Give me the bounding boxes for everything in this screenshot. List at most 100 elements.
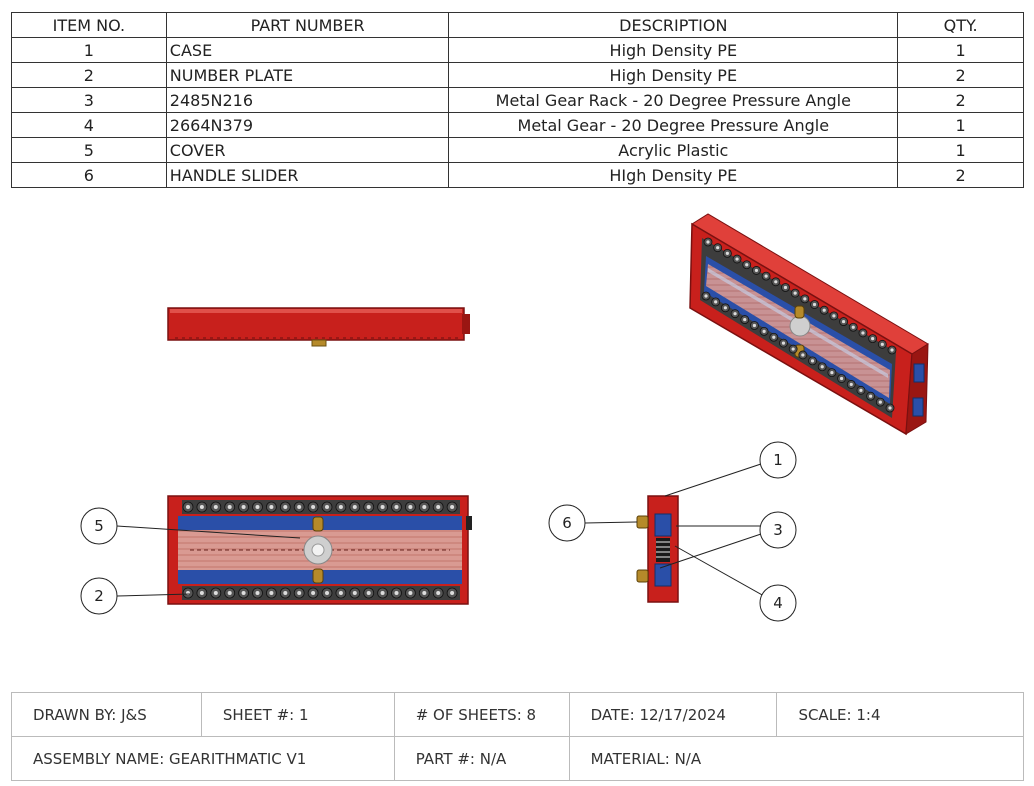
bom-description: Metal Gear - 20 Degree Pressure Angle (448, 112, 899, 138)
iso-tile-row-bottom (701, 291, 895, 413)
number-tile-center (832, 314, 836, 318)
number-tile-center (851, 325, 855, 329)
material: MATERIAL: N/A (568, 736, 1025, 781)
balloon-1-label: 1 (773, 451, 783, 469)
bom-description: Metal Gear Rack - 20 Degree Pressure Ang… (448, 87, 899, 113)
number-tile-center (311, 591, 316, 595)
bom-qty: 1 (897, 112, 1024, 138)
number-tile-center (725, 251, 729, 255)
number-tile-center (255, 505, 260, 509)
bom-header-row: ITEM NO. PART NUMBER DESCRIPTION QTY. (11, 12, 1024, 38)
number-tile-center (394, 505, 399, 509)
number-tile-center (394, 591, 399, 595)
number-tile-center (820, 365, 824, 369)
number-tile-center (241, 591, 246, 595)
bom-part-number: CASE (165, 37, 450, 63)
number-tile-center (227, 505, 232, 509)
bom-part-number: 2664N379 (165, 112, 450, 138)
balloon-3-label: 3 (773, 521, 783, 539)
number-tile-center (269, 505, 274, 509)
bom-item-no: 4 (11, 112, 167, 138)
table-row: 3 2485N216 Metal Gear Rack - 20 Degree P… (11, 87, 1024, 113)
bom-header-item-no: ITEM NO. (11, 12, 167, 38)
balloon-4: 4 (759, 584, 797, 622)
number-tile-center (890, 348, 894, 352)
isometric-view (689, 213, 929, 436)
bom-part-number: HANDLE SLIDER (165, 162, 450, 188)
number-tile-center (764, 274, 768, 278)
number-tile-center (255, 591, 260, 595)
title-block-row-2: ASSEMBLY NAME: GEARITHMATIC V1 PART #: N… (11, 736, 1025, 781)
number-tile-center (781, 341, 786, 345)
balloon-4-label: 4 (773, 594, 783, 612)
number-tile-center (878, 400, 882, 404)
number-tile-center (436, 505, 441, 509)
table-row: 4 2664N379 Metal Gear - 20 Degree Pressu… (11, 112, 1024, 138)
number-tile-center (450, 505, 455, 509)
bom-item-no: 5 (11, 137, 167, 163)
number-tile-center (803, 297, 807, 301)
number-tile-center (436, 591, 441, 595)
table-row: 1 CASE High Density PE 1 (11, 37, 1024, 63)
bom-part-number: NUMBER PLATE (165, 62, 450, 88)
number-tile-center (791, 347, 795, 351)
number-tile-center (793, 291, 797, 295)
number-tile-center (880, 342, 884, 346)
number-tile-center (762, 329, 766, 333)
number-tile-center (380, 591, 385, 595)
number-tile-center (408, 591, 413, 595)
number-tile-center (704, 294, 708, 298)
number-tile-center (297, 591, 302, 595)
number-tile-center (839, 376, 844, 381)
side-view (636, 495, 679, 603)
bom-qty: 2 (897, 162, 1024, 188)
bom-part-number: 2485N216 (165, 87, 450, 113)
drawing-scale: SCALE: 1:4 (776, 692, 1024, 737)
bom-qty: 1 (897, 37, 1024, 63)
balloon-6: 6 (548, 504, 586, 542)
bom-description: Acrylic Plastic (448, 137, 899, 163)
assembly-views-svg: 5 2 1 6 3 4 (80, 213, 929, 622)
number-tile-center (774, 280, 778, 284)
bom-qty: 2 (897, 62, 1024, 88)
balloon-6-label: 6 (562, 514, 572, 532)
number-tile-center (752, 323, 757, 328)
bom-item-no: 1 (11, 37, 167, 63)
balloon-1: 1 (759, 441, 797, 479)
bill-of-materials-table: ITEM NO. PART NUMBER DESCRIPTION QTY. 1 … (11, 12, 1024, 188)
number-tile-center (871, 337, 875, 341)
number-tile-row (182, 501, 458, 599)
bom-part-number: COVER (165, 137, 450, 163)
number-tile-center (849, 382, 853, 387)
number-tile-center (801, 353, 805, 357)
number-tile-center (186, 505, 190, 509)
number-tile-center (735, 257, 739, 261)
number-tile-center (352, 505, 357, 509)
number-tile-center (283, 591, 288, 595)
title-block-row-1: DRAWN BY: J&S SHEET #: 1 # OF SHEETS: 8 … (11, 692, 1024, 737)
iso-tile-row-top (703, 237, 897, 355)
bom-item-no: 3 (11, 87, 167, 113)
bom-header-description: DESCRIPTION (448, 12, 899, 38)
bom-description: High Density PE (448, 62, 899, 88)
number-tile-center (338, 505, 343, 509)
table-row: 6 HANDLE SLIDER HIgh Density PE 2 (11, 162, 1024, 188)
number-tile-center (716, 246, 720, 250)
number-tile-center (714, 300, 718, 304)
top-view (167, 307, 470, 347)
drawn-by: DRAWN BY: J&S (11, 692, 202, 737)
bom-description: High Density PE (448, 37, 899, 63)
number-tile-center (325, 591, 329, 595)
number-tile-center (810, 359, 815, 363)
sheet-number: SHEET #: 1 (200, 692, 395, 737)
number-tile-center (859, 388, 863, 392)
bom-item-no: 2 (11, 62, 167, 88)
number-tile-center (366, 591, 371, 595)
number-tile-center (241, 505, 246, 509)
number-tile-center (822, 308, 826, 312)
table-row: 2 NUMBER PLATE High Density PE 2 (11, 62, 1024, 88)
bom-qty: 2 (897, 87, 1024, 113)
number-tile-center (199, 505, 204, 509)
number-tile-center (706, 240, 710, 244)
number-tile-center (830, 371, 834, 375)
